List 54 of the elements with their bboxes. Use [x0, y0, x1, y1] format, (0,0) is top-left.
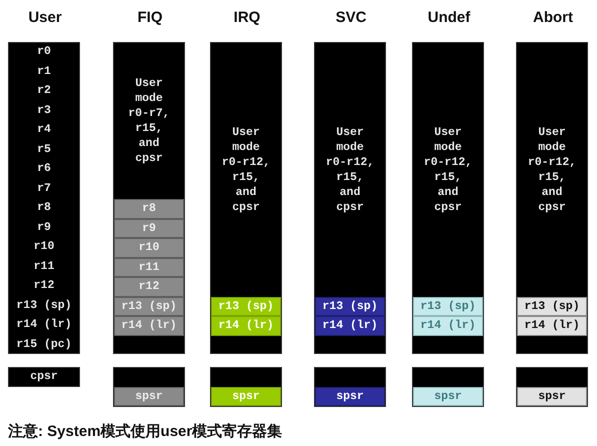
register-cell: spsr [413, 387, 483, 406]
register-name: r8 [9, 199, 79, 218]
status-register-box [314, 367, 386, 407]
register-cell: r14 (lr) [114, 316, 184, 336]
register-cell: r13 (sp) [413, 296, 483, 316]
register-name: r5 [9, 140, 79, 160]
register-name: r0 [9, 43, 79, 62]
register-note: User mode r0-r12, r15, and cpsr [422, 125, 474, 215]
status-register-box [516, 367, 588, 407]
status-register-box [412, 367, 484, 407]
register-cell: spsr [315, 387, 385, 406]
status-register-box [210, 367, 282, 407]
register-cell: r14 (lr) [517, 316, 587, 336]
register-name: r15 (pc) [9, 336, 79, 355]
register-name: r2 [9, 82, 79, 102]
register-cell: r14 (lr) [413, 316, 483, 336]
column-heading: IRQ [232, 9, 262, 26]
register-cell: r8 [114, 199, 184, 218]
column-heading: Abort [532, 9, 574, 26]
register-note: User mode r0-r7, r15, and cpsr [127, 76, 171, 166]
register-cell: r11 [114, 258, 184, 277]
register-cell: r13 (sp) [315, 296, 385, 316]
register-cell: r13 (sp) [114, 296, 184, 316]
register-cell: r13 (sp) [211, 296, 281, 316]
column-heading: User [27, 9, 63, 26]
register-note: User mode r0-r12, r15, and cpsr [220, 125, 272, 215]
register-cell: r13 (sp) [517, 296, 587, 316]
register-name: r11 [9, 258, 79, 277]
column-heading: SVC [334, 9, 368, 26]
register-name: r7 [9, 180, 79, 199]
status-register-box [113, 367, 185, 407]
register-cell: r14 (lr) [211, 316, 281, 336]
register-cell: r9 [114, 218, 184, 238]
register-cell: spsr [114, 387, 184, 406]
register-note: User mode r0-r12, r15, and cpsr [526, 125, 578, 215]
register-cell: r14 (lr) [315, 316, 385, 336]
register-note: User mode r0-r12, r15, and cpsr [324, 125, 376, 215]
register-cell: r10 [114, 238, 184, 258]
column-heading: FIQ [136, 9, 164, 26]
register-name: r10 [9, 238, 79, 258]
register-name: r12 [9, 277, 79, 296]
register-name: r13 (sp) [9, 296, 79, 316]
column-heading: Undef [426, 9, 472, 26]
register-name: r14 (lr) [9, 316, 79, 336]
register-cell: spsr [517, 387, 587, 406]
register-name: r3 [9, 102, 79, 121]
register-cell: r12 [114, 277, 184, 296]
register-cell: spsr [211, 387, 281, 406]
register-name: r9 [9, 218, 79, 238]
register-cell: cpsr [8, 367, 80, 387]
note-text: 注意: System模式使用user模式寄存器集 [8, 422, 282, 441]
register-name: r6 [9, 160, 79, 180]
register-name: r4 [9, 121, 79, 140]
register-name: r1 [9, 62, 79, 82]
